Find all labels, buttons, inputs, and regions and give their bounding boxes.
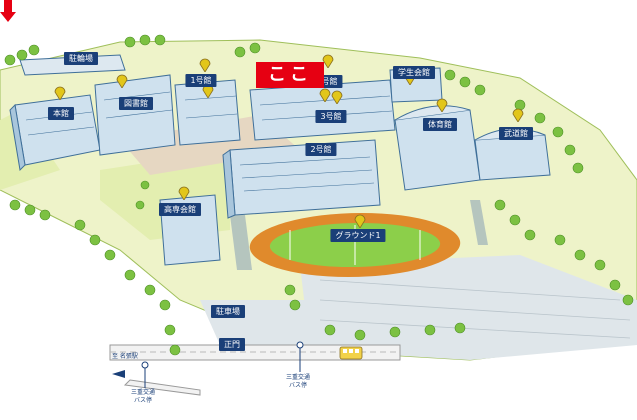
bus-stop-left-line2: バス停 <box>134 397 153 404</box>
location-pin-icon <box>322 54 334 68</box>
label-ground-1[interactable]: グラウンド1 <box>330 229 386 242</box>
direction-nabari-station: 至 名張駅 <box>112 353 138 360</box>
label-main-gate[interactable]: 正門 <box>219 338 245 351</box>
bus-stop-left-line1: 三重交通 <box>131 389 156 396</box>
location-pin-icon <box>512 108 524 122</box>
label-hall-3[interactable]: 3号館 <box>315 110 347 123</box>
label-gymnasium[interactable]: 体育館 <box>423 118 457 131</box>
bus-stop-right-line1: 三重交通 <box>286 374 311 381</box>
location-pin-icon <box>319 88 331 102</box>
bus-stop-right-line2: バス停 <box>289 382 308 389</box>
label-library[interactable]: 図書館 <box>119 97 153 110</box>
location-pin-icon <box>178 186 190 200</box>
location-pin-icon <box>199 58 211 72</box>
current-location-marker: ここ <box>256 62 324 88</box>
label-hall-2[interactable]: 2号館 <box>305 143 337 156</box>
bus-stop-right: 三重交通 バス停 <box>286 374 310 390</box>
label-hall-1[interactable]: 1号館 <box>185 74 217 87</box>
location-pin-icon <box>116 74 128 88</box>
location-pin-icon <box>354 214 366 228</box>
bus-stop-left: 三重交通 バス停 <box>131 389 155 405</box>
label-martial-arts-hall[interactable]: 武道館 <box>499 127 533 140</box>
label-main-building[interactable]: 本館 <box>48 107 74 120</box>
label-student-hall[interactable]: 学生会館 <box>393 66 435 79</box>
label-high-school-hall[interactable]: 高専会館 <box>159 203 201 216</box>
label-bicycle-parking[interactable]: 駐輪場 <box>64 52 98 65</box>
here-arrow-icon <box>0 0 16 22</box>
location-pin-icon <box>436 98 448 112</box>
label-parking[interactable]: 駐車場 <box>211 305 245 318</box>
location-pin-icon <box>54 86 66 100</box>
location-pin-icon <box>331 90 343 104</box>
bus-icon <box>339 346 363 360</box>
